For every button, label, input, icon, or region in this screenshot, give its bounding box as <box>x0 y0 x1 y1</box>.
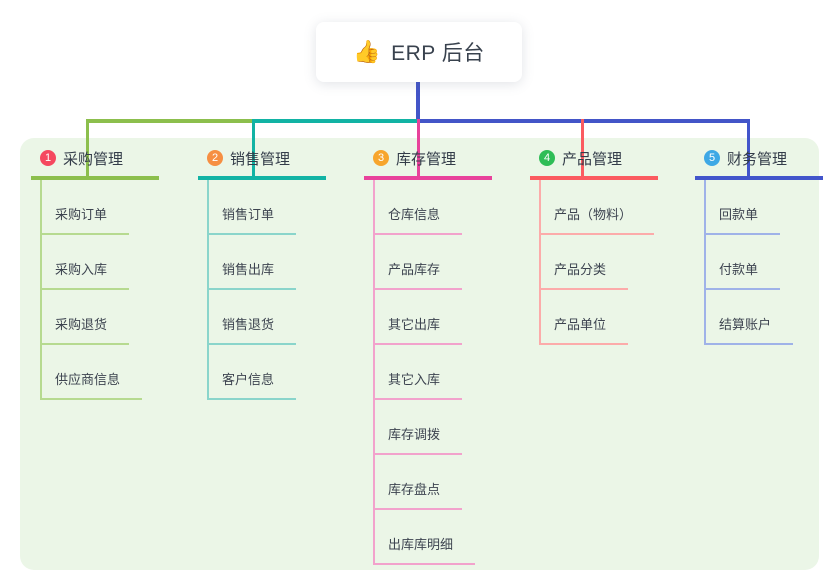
branch-title: 销售管理 <box>230 150 291 168</box>
badge-1: 1 <box>40 150 56 166</box>
child-node[interactable]: 出库库明细 <box>375 510 476 565</box>
branch-children: 仓库信息 产品库存 其它出库 其它入库 库存调拨 库存盘点 出库库明细 <box>373 180 476 565</box>
branch-inventory: 3 库存管理 仓库信息 产品库存 其它出库 其它入库 库存调拨 库存盘点 出库库… <box>364 146 524 565</box>
bus-line-purchase <box>86 119 254 123</box>
drop-line-finance <box>747 119 750 176</box>
root-connector-line <box>416 82 420 121</box>
branch-product: 4 产品管理 产品（物料） 产品分类 产品单位 <box>530 146 690 345</box>
bus-line-sales <box>252 119 418 123</box>
branch-title: 库存管理 <box>396 150 457 168</box>
child-node[interactable]: 回款单 <box>706 180 793 235</box>
child-label: 其它入库 <box>375 369 463 400</box>
branch-children: 产品（物料） 产品分类 产品单位 <box>539 180 655 345</box>
branch-node-purchase[interactable]: 1 采购管理 <box>31 146 159 180</box>
thumbs-up-icon: 👍 <box>353 39 382 64</box>
root-title: ERP 后台 <box>391 42 485 65</box>
child-label: 产品（物料） <box>541 204 655 235</box>
child-node[interactable]: 产品（物料） <box>541 180 655 235</box>
child-node[interactable]: 采购退货 <box>42 290 142 345</box>
branch-children: 回款单 付款单 结算账户 <box>704 180 794 345</box>
child-label: 产品单位 <box>541 314 629 345</box>
child-node[interactable]: 结算账户 <box>706 290 794 345</box>
branch-node-inventory[interactable]: 3 库存管理 <box>364 146 492 180</box>
badge-5: 5 <box>704 150 720 166</box>
drop-line-inventory <box>417 119 420 176</box>
child-label: 供应商信息 <box>42 369 143 400</box>
branch-sales: 2 销售管理 销售订单 销售出库 销售退货 客户信息 <box>198 146 358 400</box>
child-node[interactable]: 其它出库 <box>375 290 475 345</box>
child-node[interactable]: 产品单位 <box>541 290 654 345</box>
child-label: 仓库信息 <box>375 204 463 235</box>
child-node[interactable]: 库存调拨 <box>375 400 475 455</box>
child-node[interactable]: 其它入库 <box>375 345 475 400</box>
badge-3: 3 <box>373 150 389 166</box>
child-label: 采购订单 <box>42 204 130 235</box>
branch-finance: 5 财务管理 回款单 付款单 结算账户 <box>695 146 839 345</box>
child-node[interactable]: 产品分类 <box>541 235 654 290</box>
branch-purchase: 1 采购管理 采购订单 采购入库 采购退货 供应商信息 <box>31 146 191 400</box>
root-node-erp[interactable]: 👍 ERP 后台 <box>316 22 522 82</box>
child-label: 销售出库 <box>209 259 297 290</box>
drop-line-sales <box>252 119 255 176</box>
branch-node-finance[interactable]: 5 财务管理 <box>695 146 823 180</box>
branch-node-product[interactable]: 4 产品管理 <box>530 146 658 180</box>
child-label: 回款单 <box>706 204 781 235</box>
child-label: 产品分类 <box>541 259 629 290</box>
child-label: 结算账户 <box>706 314 794 345</box>
branches-panel <box>20 138 819 570</box>
branch-title: 采购管理 <box>63 150 124 168</box>
child-node[interactable]: 销售退货 <box>209 290 297 345</box>
branch-title: 财务管理 <box>727 150 788 168</box>
child-label: 库存调拨 <box>375 424 463 455</box>
child-label: 出库库明细 <box>375 534 476 565</box>
child-node[interactable]: 采购订单 <box>42 180 142 235</box>
child-node[interactable]: 客户信息 <box>209 345 297 400</box>
bus-line-right <box>418 119 750 123</box>
child-node[interactable]: 付款单 <box>706 235 793 290</box>
child-label: 产品库存 <box>375 259 463 290</box>
child-label: 其它出库 <box>375 314 463 345</box>
child-node[interactable]: 供应商信息 <box>42 345 143 400</box>
child-label: 库存盘点 <box>375 479 463 510</box>
child-node[interactable]: 销售订单 <box>209 180 297 235</box>
badge-2: 2 <box>207 150 223 166</box>
badge-4: 4 <box>539 150 555 166</box>
child-node[interactable]: 库存盘点 <box>375 455 475 510</box>
child-node[interactable]: 采购入库 <box>42 235 142 290</box>
child-label: 采购入库 <box>42 259 130 290</box>
child-node[interactable]: 产品库存 <box>375 235 475 290</box>
branch-node-sales[interactable]: 2 销售管理 <box>198 146 326 180</box>
drop-line-purchase <box>86 119 89 176</box>
branch-children: 销售订单 销售出库 销售退货 客户信息 <box>207 180 297 400</box>
child-node[interactable]: 仓库信息 <box>375 180 475 235</box>
child-label: 付款单 <box>706 259 781 290</box>
child-node[interactable]: 销售出库 <box>209 235 297 290</box>
branch-title: 产品管理 <box>562 150 623 168</box>
drop-line-product <box>581 119 584 176</box>
child-label: 销售订单 <box>209 204 297 235</box>
child-label: 客户信息 <box>209 369 297 400</box>
child-label: 销售退货 <box>209 314 297 345</box>
branch-children: 采购订单 采购入库 采购退货 供应商信息 <box>40 180 143 400</box>
child-label: 采购退货 <box>42 314 130 345</box>
